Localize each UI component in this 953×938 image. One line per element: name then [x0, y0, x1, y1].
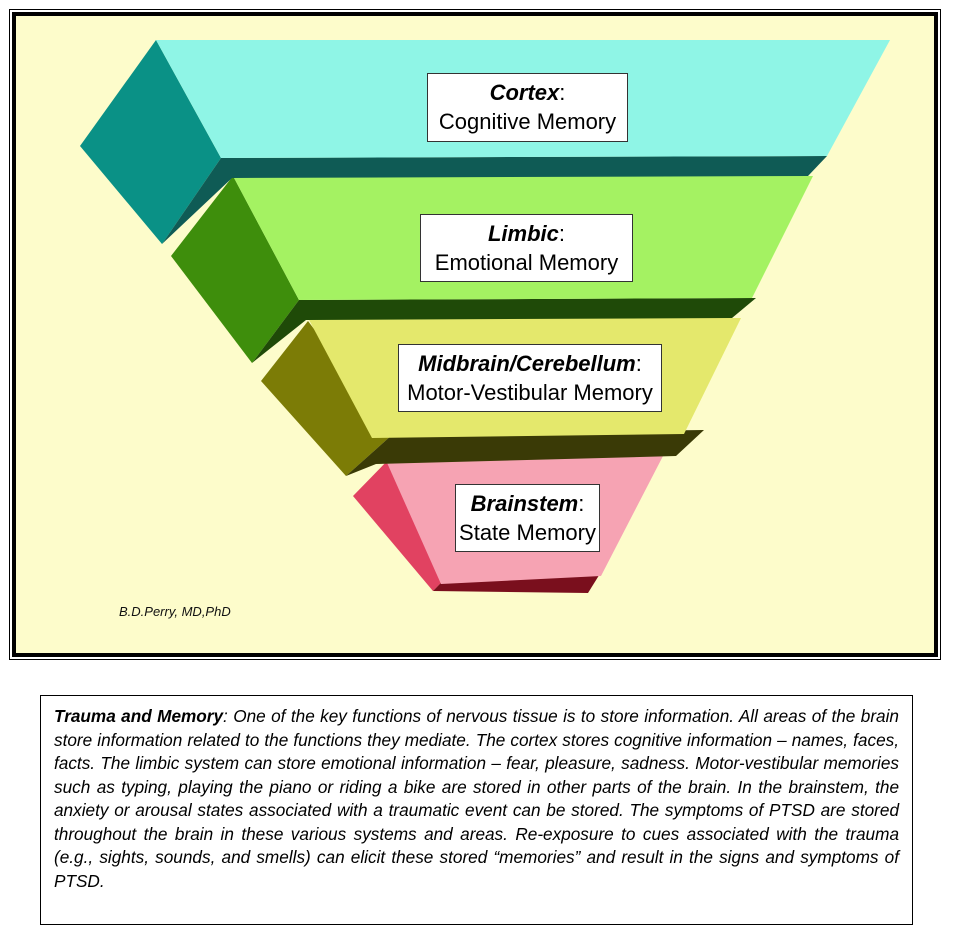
- midbrain-bottom-face: [346, 430, 704, 476]
- brainstem-label: Brainstem: State Memory: [455, 484, 600, 552]
- midbrain-label: Midbrain/Cerebellum: Motor-Vestibular Me…: [398, 344, 662, 412]
- diagram-frame: Cortex: Cognitive Memory Limbic: Emotion…: [9, 9, 941, 660]
- brainstem-title: Brainstem: [470, 491, 579, 516]
- caption-title: Trauma and Memory: [54, 706, 224, 726]
- caption-box: Trauma and Memory: One of the key functi…: [40, 695, 913, 925]
- midbrain-title: Midbrain/Cerebellum: [418, 351, 636, 376]
- midbrain-subtitle: Motor-Vestibular Memory: [407, 380, 653, 405]
- midbrain-colon: :: [635, 351, 642, 376]
- cortex-title: Cortex: [489, 80, 560, 105]
- limbic-colon: :: [558, 221, 566, 246]
- limbic-bottom-face: [252, 298, 756, 363]
- author-credit: B.D.Perry, MD,PhD: [119, 604, 231, 619]
- brainstem-colon: :: [578, 491, 585, 516]
- limbic-side-face: [171, 176, 299, 363]
- limbic-title: Limbic: [487, 221, 559, 246]
- limbic-label: Limbic: Emotional Memory: [420, 214, 633, 282]
- brainstem-subtitle: State Memory: [459, 520, 596, 545]
- caption-body: : One of the key functions of nervous ti…: [54, 706, 899, 891]
- cortex-subtitle: Cognitive Memory: [438, 109, 617, 134]
- limbic-subtitle: Emotional Memory: [434, 250, 619, 275]
- cortex-side-face: [80, 40, 221, 244]
- midbrain-side-face: [261, 321, 393, 476]
- cortex-label: Cortex: Cognitive Memory: [427, 73, 628, 142]
- cortex-colon: :: [559, 80, 566, 105]
- cortex-bottom-face: [162, 156, 827, 244]
